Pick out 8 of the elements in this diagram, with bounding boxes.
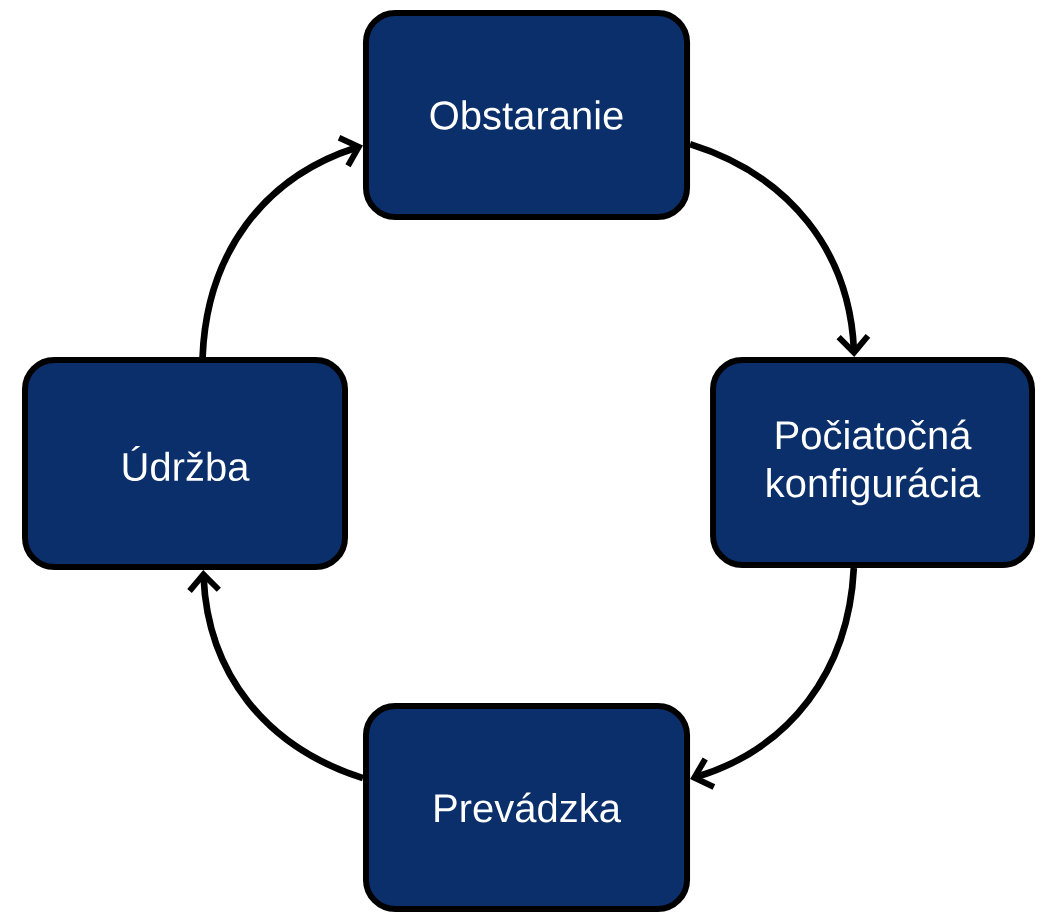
process-box: Údržba [22, 357, 348, 570]
arrow [690, 567, 858, 790]
arrow [187, 569, 365, 782]
arrow [688, 141, 871, 357]
process-box: Prevádzka [363, 703, 691, 912]
process-box: Obstaranie [363, 10, 691, 220]
arrow [199, 135, 363, 358]
process-box: Počiatočná konfigurácia [710, 356, 1035, 568]
